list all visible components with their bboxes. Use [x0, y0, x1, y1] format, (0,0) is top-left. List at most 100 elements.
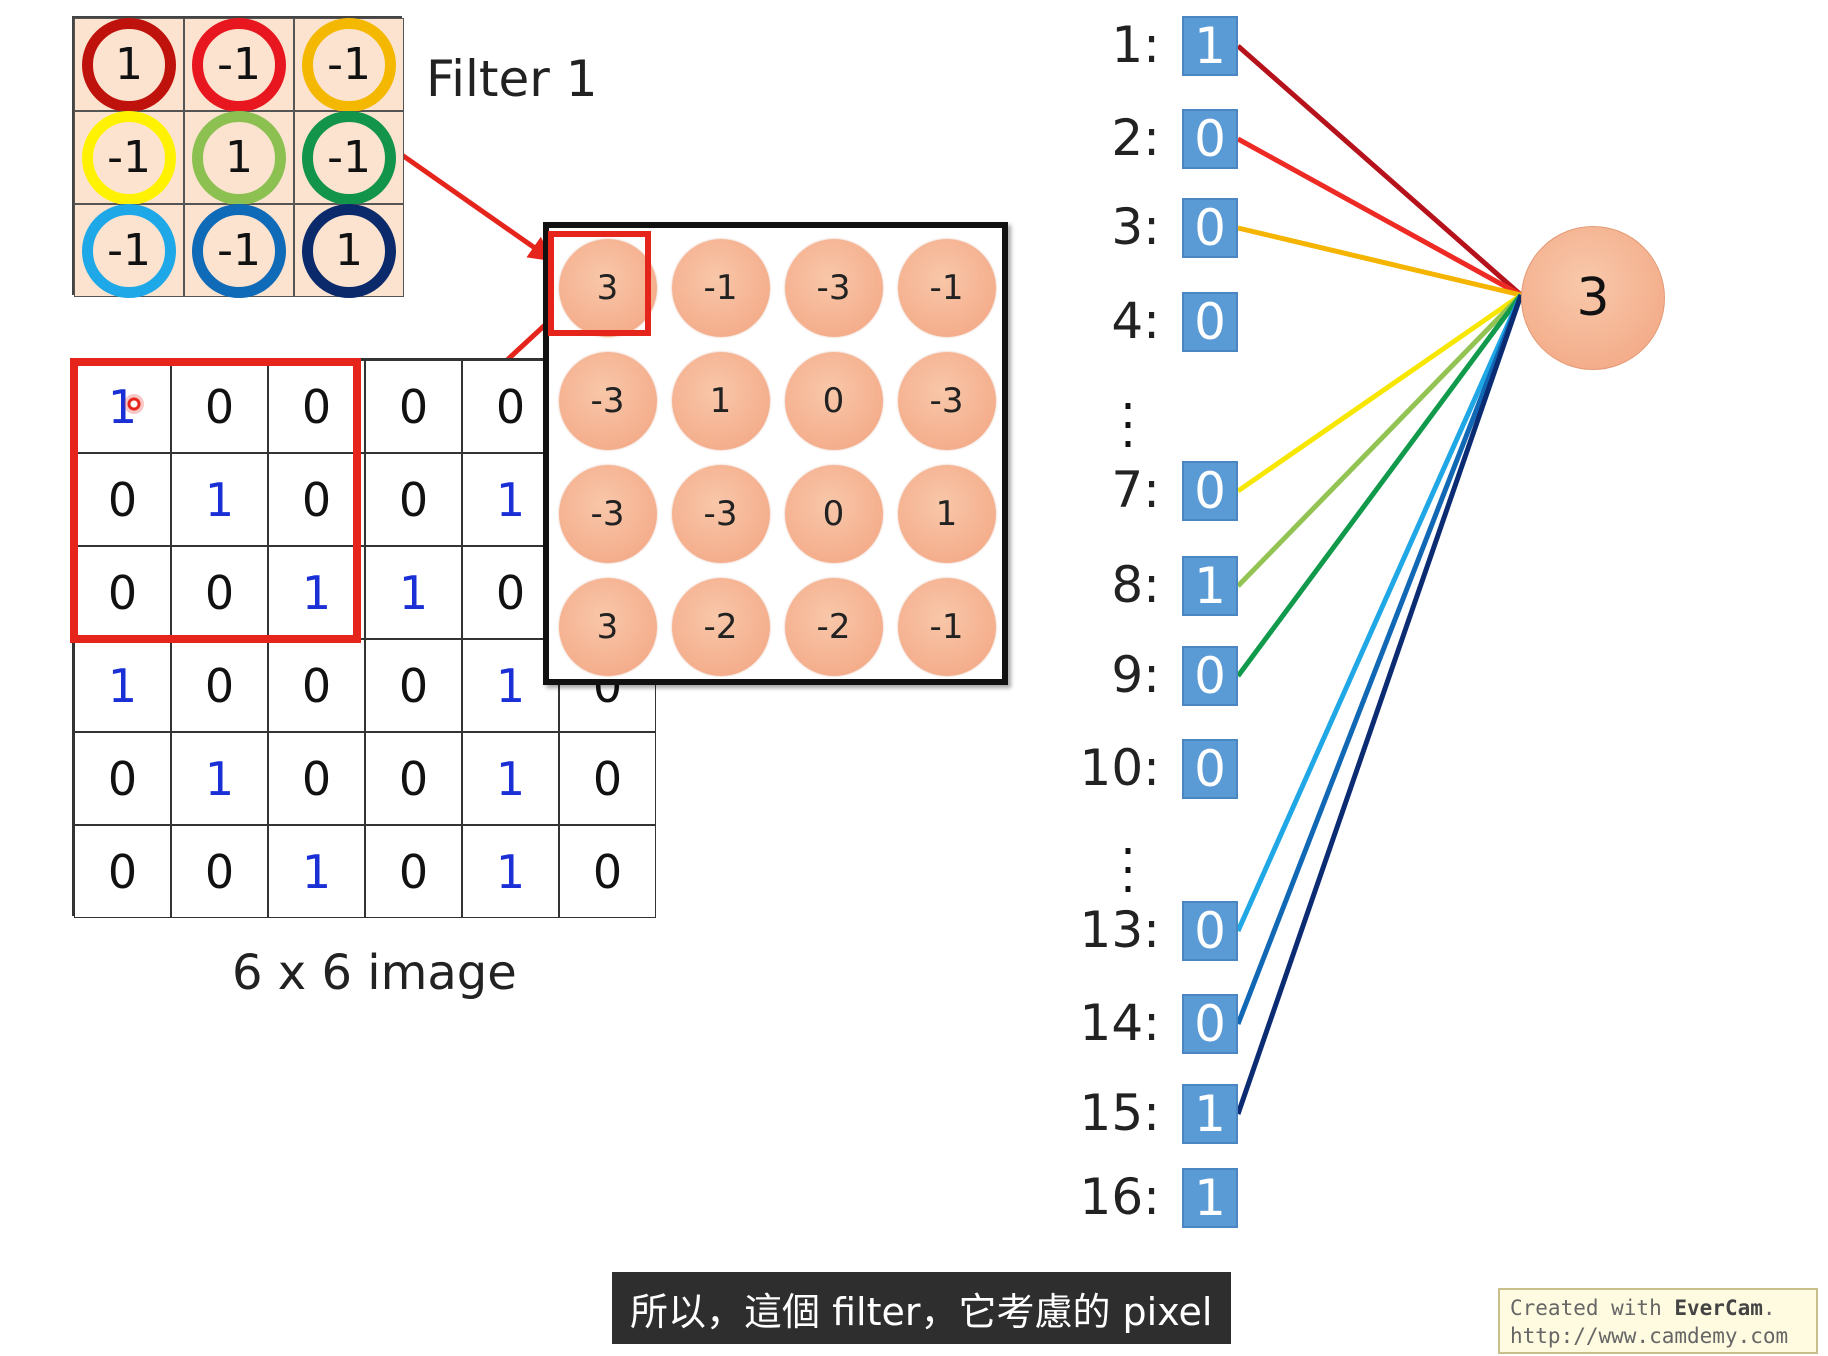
feature-map-cell: -3: [777, 231, 890, 344]
feature-value-node: -2: [671, 577, 770, 676]
input-index-label: 7:: [1111, 461, 1160, 519]
weight-connection-line: [1235, 293, 1524, 678]
feature-value-node: -1: [897, 238, 996, 337]
input-index-label: 3:: [1111, 198, 1160, 256]
filter-weight-value: 1: [225, 131, 253, 183]
filter-weight-ring: -1: [302, 17, 396, 112]
image-pixel: 0: [171, 639, 268, 732]
image-pixel: 0: [74, 453, 171, 546]
image-pixel: 0: [171, 825, 268, 918]
image-pixel: 0: [365, 453, 462, 546]
feature-value-node: -3: [784, 238, 883, 337]
image-pixel: 1: [268, 546, 365, 639]
input-index-label: 15:: [1079, 1084, 1160, 1142]
input-value-box: 0: [1182, 292, 1238, 352]
image-pixel: 0: [171, 546, 268, 639]
image-pixel: 1: [268, 825, 365, 918]
input-value-box: 0: [1182, 198, 1238, 258]
filter-weight-ring: -1: [302, 110, 396, 205]
feature-map-cell: 1: [890, 457, 1003, 570]
image-pixel: 0: [268, 732, 365, 825]
input-index-label: 16:: [1079, 1168, 1160, 1226]
feature-map-cell: 3: [551, 570, 664, 683]
filter-weight-ring: -1: [192, 203, 286, 298]
input-value-box: 1: [1182, 1168, 1238, 1228]
weight-connection-line: [1236, 293, 1523, 588]
image-pixel: 1: [171, 453, 268, 546]
feature-map-cell: 3: [551, 231, 664, 344]
image-pixel: 0: [74, 732, 171, 825]
feature-map-cell: -1: [664, 231, 777, 344]
feature-map-cell: -3: [551, 457, 664, 570]
image-pixel: 1: [462, 639, 559, 732]
filter-cell: -1: [74, 203, 184, 298]
filter-weight-value: -1: [327, 38, 371, 90]
filter-to-feature-arrow: [400, 152, 555, 263]
feature-value-node: 0: [784, 464, 883, 563]
receptive-field-highlight: [70, 358, 361, 643]
watermark-prefix: Created with: [1510, 1296, 1675, 1320]
filter-weight-value: 1: [115, 38, 143, 90]
image-pixel: 1: [462, 825, 559, 918]
image-pixel: 0: [462, 546, 559, 639]
image-pixel: 1: [171, 732, 268, 825]
filter-cell: 1: [294, 203, 404, 298]
image-pixel: 0: [74, 825, 171, 918]
feature-map-cell: -3: [664, 457, 777, 570]
weight-connection-line: [1235, 293, 1524, 933]
filter-cell: -1: [184, 17, 294, 112]
feature-value-node: 3: [558, 238, 657, 337]
weight-connection-line: [1237, 225, 1522, 298]
input-value-box: 0: [1182, 646, 1238, 706]
evercam-watermark: Created with EverCam. http://www.camdemy…: [1498, 1288, 1818, 1354]
weight-connection-line: [1236, 136, 1523, 298]
feature-value-node: -1: [671, 238, 770, 337]
feature-map-cell: 0: [777, 457, 890, 570]
filter-cell: -1: [74, 110, 184, 205]
feature-value-node: -3: [558, 464, 657, 563]
input-value-box: 1: [1182, 1084, 1238, 1144]
feature-value-node: 1: [897, 464, 996, 563]
feature-map-cell: -2: [664, 570, 777, 683]
feature-map-highlight: [548, 231, 651, 336]
input-index-label: 14:: [1079, 994, 1160, 1052]
filter-weight-ring: -1: [82, 110, 176, 205]
filter-title: Filter 1: [426, 50, 598, 108]
image-pixel: 1: [462, 732, 559, 825]
watermark-brand: EverCam: [1674, 1296, 1763, 1320]
filter-weight-ring: -1: [82, 203, 176, 298]
feature-value-node: 3: [558, 577, 657, 676]
feature-value-node: -3: [671, 464, 770, 563]
input-index-label: 2:: [1111, 109, 1160, 167]
vertical-ellipsis-icon: ···: [1120, 824, 1136, 919]
feature-value-node: 0: [784, 351, 883, 450]
input-value-box: 1: [1182, 16, 1238, 76]
filter-weight-value: -1: [217, 38, 261, 90]
input-index-label: 9:: [1111, 646, 1160, 704]
image-pixel: 0: [365, 825, 462, 918]
pointer-cursor-icon: [124, 394, 144, 414]
image-pixel: 1: [74, 639, 171, 732]
image-pixel: 0: [462, 360, 559, 453]
input-value-box: 0: [1182, 461, 1238, 521]
weight-connection-line: [1235, 294, 1524, 1025]
watermark-suffix: .: [1762, 1296, 1776, 1320]
filter-weight-ring: 1: [82, 17, 176, 112]
image-pixel: 0: [268, 453, 365, 546]
input-value-box: 0: [1182, 109, 1238, 169]
image-pixel: 0: [559, 825, 656, 918]
feature-map-cell: -1: [890, 231, 1003, 344]
input-value-box: 0: [1182, 994, 1238, 1054]
weight-connection-line: [1236, 292, 1523, 494]
image-pixel: 0: [365, 639, 462, 732]
feature-map-cell: -1: [890, 570, 1003, 683]
filter-cell: -1: [294, 110, 404, 205]
feature-value-node: -2: [784, 577, 883, 676]
filter-weight-ring: -1: [192, 17, 286, 112]
filter-weight-ring: 1: [192, 110, 286, 205]
filter-cell: -1: [184, 203, 294, 298]
filter-cell: 1: [184, 110, 294, 205]
feature-map-cell: -3: [551, 344, 664, 457]
